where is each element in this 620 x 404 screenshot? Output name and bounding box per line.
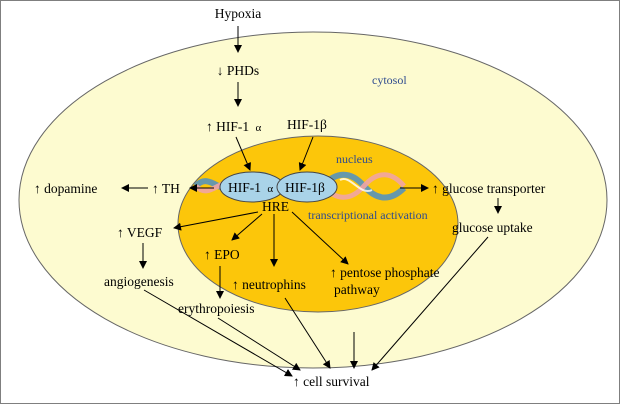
pentose-pathway-label: pathway — [334, 282, 380, 297]
neutrophins-label: ↑ neutrophins — [232, 277, 306, 292]
angiogenesis-label: angiogenesis — [104, 274, 174, 289]
glucose-transporter-label: ↑ glucose transporter — [432, 181, 546, 196]
phds-label: ↓ PHDs — [217, 63, 259, 78]
pentose-phosphate-label: ↑ pentose phosphate — [330, 265, 439, 280]
hif1a-top-text: ↑ HIF-1 — [206, 119, 249, 134]
hypoxia-label: Hypoxia — [215, 6, 262, 21]
hif1a-top-label: ↑ HIF-1 α — [206, 119, 262, 134]
dopamine-label: ↑ dopamine — [34, 181, 97, 196]
nucleus-label: nucleus — [336, 152, 373, 166]
epo-label: ↑ EPO — [204, 247, 240, 262]
hif1-beta-ellipse — [276, 171, 338, 203]
erythropoiesis-label: erythropoiesis — [178, 301, 255, 316]
hif1b-inner-label: HIF-1β — [285, 180, 325, 195]
transcriptional-activation-label: transcriptional activation — [308, 208, 428, 222]
cell-survival-label: ↑ cell survival — [293, 374, 370, 389]
hif1a-inner-label: HIF-1 α — [228, 180, 273, 195]
glucose-uptake-label: glucose uptake — [452, 220, 533, 235]
hif1a-inner-alpha: α — [267, 183, 273, 195]
th-label: ↑ TH — [152, 181, 180, 196]
hif1a-inner-text: HIF-1 — [228, 180, 261, 195]
hif1b-top-label: HIF-1β — [287, 117, 327, 132]
hif1a-top-alpha: α — [256, 122, 262, 134]
cytosol-label: cytosol — [372, 73, 407, 87]
vegf-label: ↑ VEGF — [117, 225, 163, 240]
hre-label: HRE — [262, 199, 289, 214]
